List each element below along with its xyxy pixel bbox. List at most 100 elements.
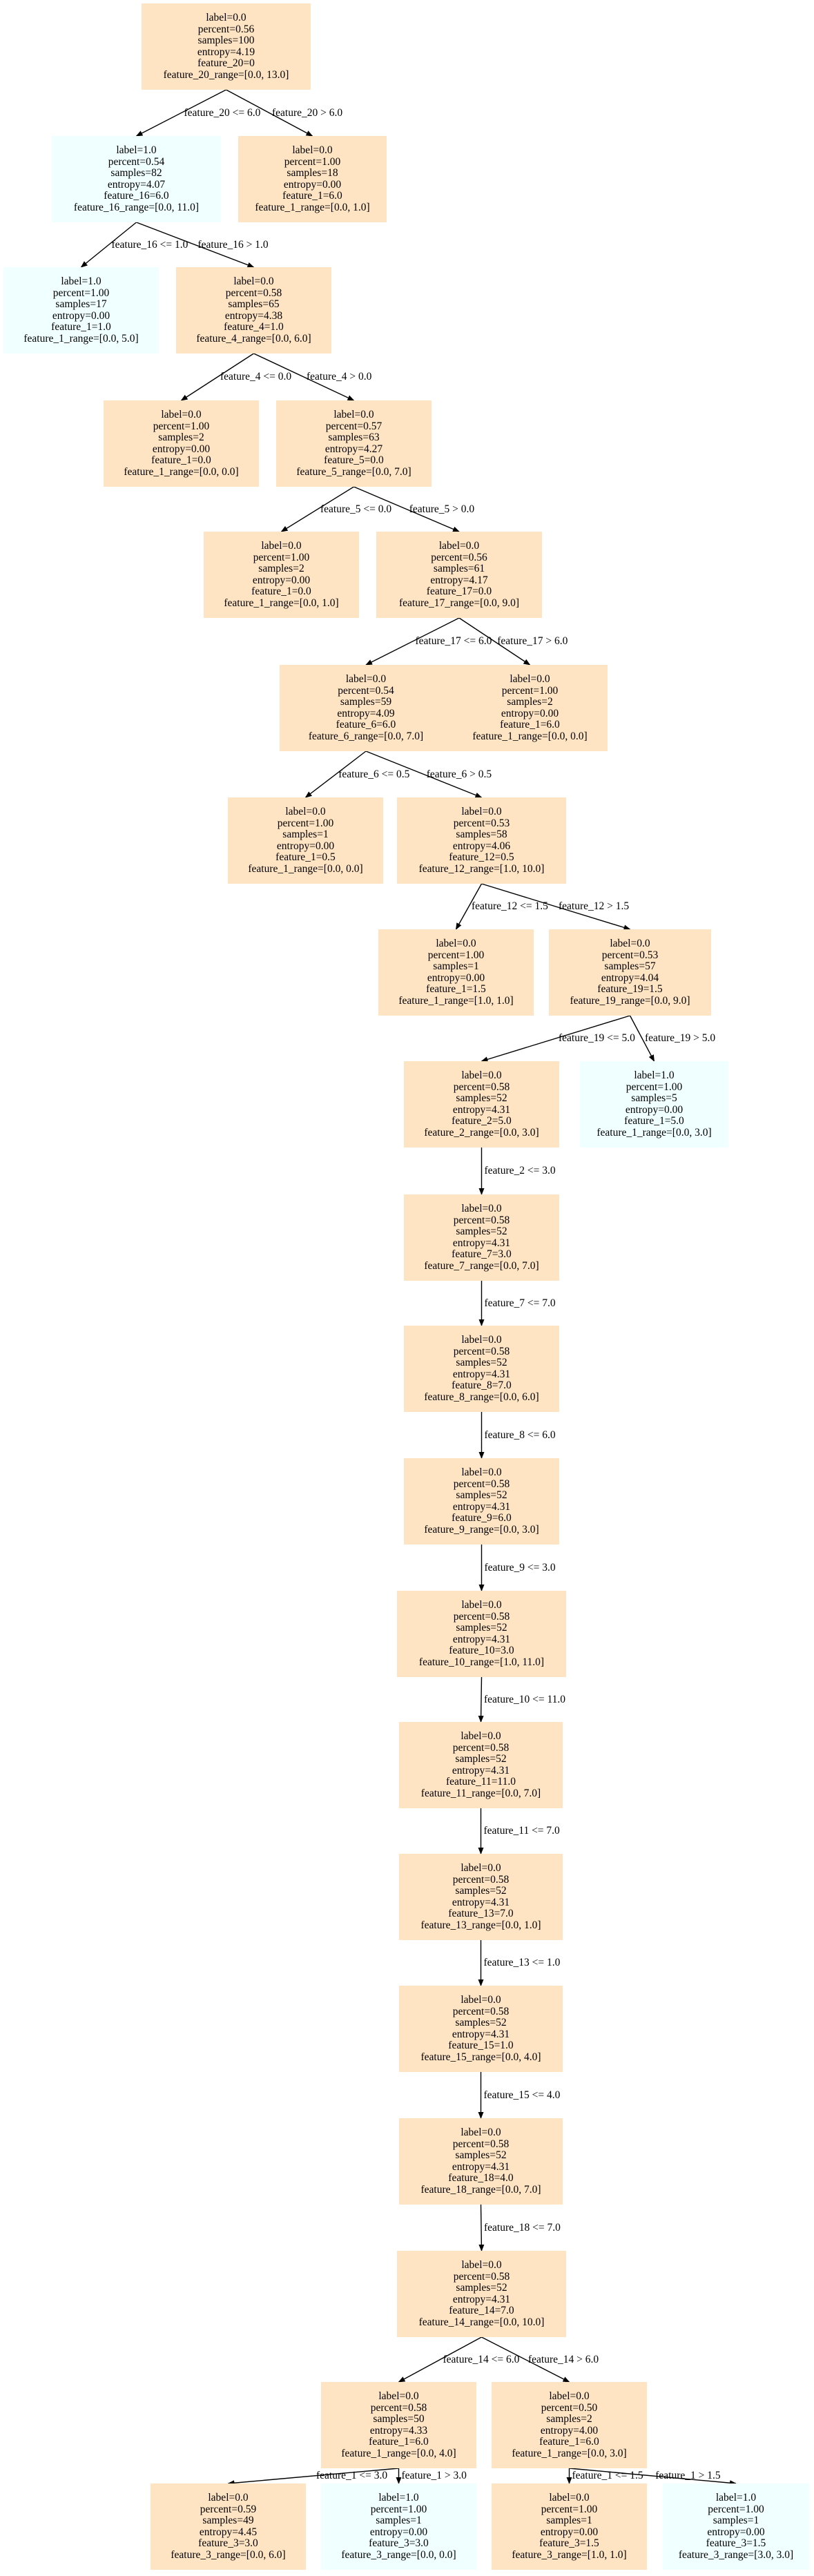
node-line: feature_10=3.0 [449,1645,514,1656]
node-line: label=0.0 [549,2492,590,2504]
node-line: feature_4_range=[0.0, 6.0] [196,332,311,345]
edge-label: feature_16 <= 1.0 [111,238,188,251]
edge-label: feature_14 > 6.0 [528,2353,599,2365]
tree-edge [398,2336,482,2383]
node-line: label=0.0 [436,938,476,949]
node-line: entropy=4.31 [452,1633,511,1645]
node-line: percent=0.57 [325,420,382,432]
node-line: feature_3=1.5 [539,2537,599,2549]
edge-label: feature_6 <= 0.5 [338,768,410,780]
node-line: entropy=0.00 [283,178,342,191]
node-line: percent=0.59 [200,2503,257,2515]
edge-label: feature_14 <= 6.0 [443,2353,520,2365]
node-line: feature_6=6.0 [336,719,396,730]
edge-label: feature_7 <= 7.0 [484,1297,556,1309]
tree-edge [280,486,354,532]
node-line: samples=18 [287,167,338,179]
edge-label: feature_1 <= 3.0 [316,2470,388,2481]
node-line: samples=2 [507,696,553,708]
tree-edge [478,2204,485,2251]
node-line: label=1.0 [61,275,101,287]
node-line: feature_1_range=[0.0, 0.0] [248,862,363,875]
node-line: label=0.0 [461,1994,501,2006]
node-line: entropy=4.06 [452,840,511,852]
node-line: feature_1_range=[0.0, 3.0] [512,2447,627,2459]
node-line: entropy=4.27 [324,443,383,455]
node-line: percent=1.00 [708,2503,764,2515]
edge-label: feature_6 > 0.5 [426,768,492,780]
node-line: feature_7=3.0 [452,1248,512,1260]
edge-label: feature_4 <= 0.0 [220,371,292,382]
node-line: entropy=4.17 [430,574,488,586]
node-line: samples=2 [546,2413,592,2425]
node-line: samples=1 [433,960,479,972]
node-line: entropy=0.00 [252,574,311,586]
node-line: samples=1 [713,2515,759,2526]
node-line: samples=2 [158,432,204,443]
node-line: feature_15_range=[0.0, 4.0] [420,2051,541,2063]
node-line: percent=0.58 [453,2270,510,2283]
node-line: samples=5 [631,1092,677,1104]
node-line: feature_2=5.0 [452,1115,512,1127]
node-line: feature_3=3.0 [369,2537,429,2549]
node-line: feature_1=6.0 [500,719,560,730]
edge-label: feature_12 <= 1.5 [472,900,548,912]
node-line: samples=52 [456,1357,507,1368]
tree-edge [478,1676,484,1723]
node-line: feature_19_range=[0.0, 9.0] [570,994,690,1007]
node-line: samples=52 [455,1753,507,1765]
tree-edge [629,1015,655,1062]
node-line: entropy=0.00 [152,443,211,455]
node-line: entropy=4.31 [452,1368,511,1380]
tree-edge [253,353,355,401]
node-line: samples=50 [373,2413,425,2425]
node-line: percent=0.58 [453,1345,510,1357]
node-line: samples=49 [202,2515,254,2526]
node-line: feature_3_range=[3.0, 3.0] [678,2548,794,2561]
node-line: label=0.0 [461,1599,502,1611]
node-line: feature_3_range=[1.0, 1.0] [512,2548,627,2561]
tree-edge [458,617,531,666]
edge-label: feature_17 <= 6.0 [415,635,492,647]
edge-label: feature_12 > 1.5 [559,900,630,912]
node-line: feature_17_range=[0.0, 9.0] [398,597,519,609]
edge-label: feature_18 <= 7.0 [484,2221,561,2234]
node-line: label=1.0 [715,2492,757,2504]
node-line: feature_2_range=[0.0, 3.0] [424,1126,539,1139]
tree-edge [455,883,483,930]
node-line: percent=1.00 [626,1081,683,1093]
tree-edge [226,89,313,137]
node-line: samples=52 [455,2149,507,2161]
node-line: feature_5_range=[0.0, 7.0] [296,465,411,478]
node-line: entropy=0.00 [707,2526,765,2538]
node-line: feature_3_range=[0.0, 0.0] [341,2548,456,2561]
node-line: percent=0.58 [225,287,282,299]
node-line: samples=65 [228,298,280,310]
node-line: feature_20_range=[0.0, 13.0] [163,68,289,81]
node-line: percent=1.00 [52,287,110,299]
node-line: feature_14=7.0 [449,2305,514,2316]
node-line: label=0.0 [438,540,480,552]
node-line: entropy=4.19 [197,46,255,58]
node-line: feature_9=6.0 [452,1512,512,1524]
node-line: entropy=4.31 [452,2028,510,2040]
node-line: label=0.0 [206,12,246,23]
node-line: feature_17=0.0 [426,585,492,597]
edge-label: feature_17 > 6.0 [497,635,568,647]
node-line: samples=82 [110,167,162,179]
node-line: feature_12_range=[1.0, 10.0] [418,862,545,875]
node-line: label=0.0 [261,540,302,552]
node-line: label=0.0 [461,1334,502,1346]
node-line: feature_1_range=[0.0, 3.0] [597,1126,712,1139]
